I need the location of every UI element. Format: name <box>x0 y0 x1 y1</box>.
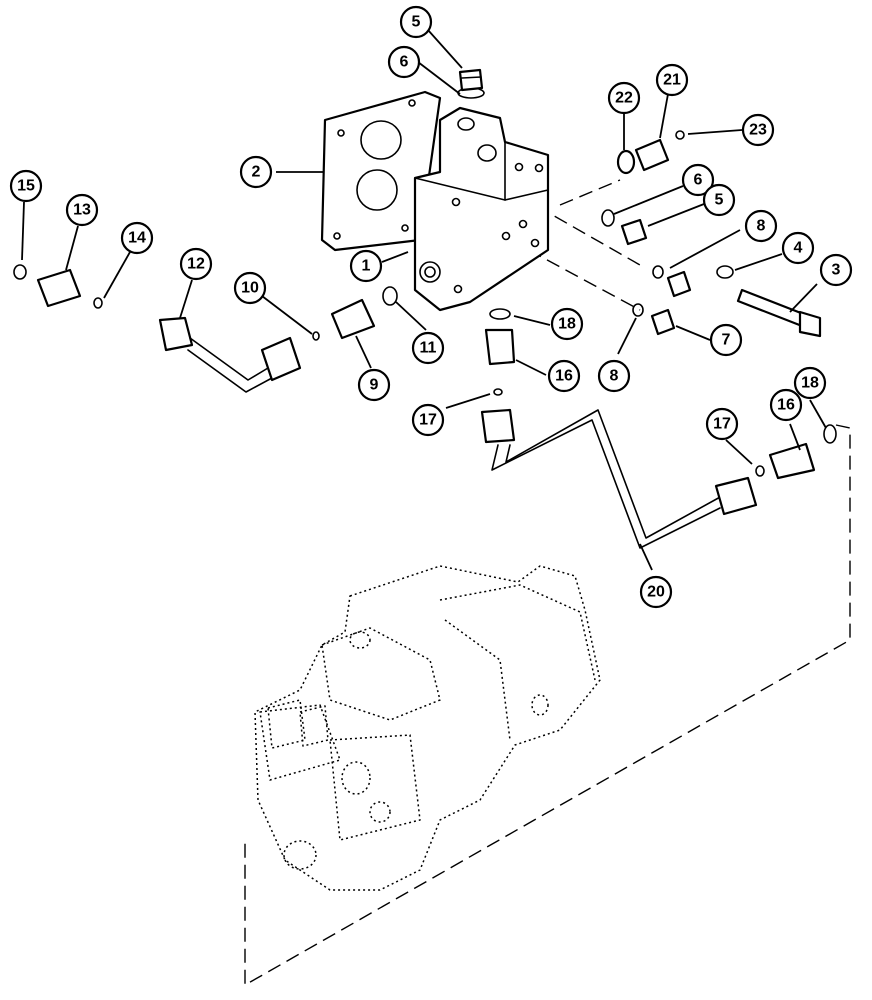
callout-18: 18 <box>550 307 584 341</box>
callout-label: 20 <box>647 584 665 601</box>
callout-label: 7 <box>722 332 731 349</box>
plug-right <box>601 209 692 336</box>
callout-label: 4 <box>794 240 803 257</box>
callout-label: 10 <box>241 280 259 297</box>
fitting-13 <box>13 264 103 309</box>
callout-6: 6 <box>387 45 421 79</box>
callout-label: 1 <box>362 258 371 275</box>
pump-assembly <box>254 565 601 891</box>
leader-lines <box>21 29 827 571</box>
callout-1: 1 <box>349 249 383 283</box>
callout-label: 18 <box>558 316 576 333</box>
callout-label: 12 <box>187 256 205 273</box>
callout-21: 21 <box>655 63 689 97</box>
callout-label: 21 <box>663 72 681 89</box>
callout-label: 5 <box>412 14 421 31</box>
callout-label: 17 <box>419 412 437 429</box>
callout-5: 5 <box>399 5 433 39</box>
callout-label: 17 <box>713 416 731 433</box>
callout-label: 11 <box>420 340 437 357</box>
callout-12: 12 <box>179 247 213 281</box>
callout-3: 3 <box>819 253 853 287</box>
callout-label: 3 <box>832 262 841 279</box>
bolt-and-washer <box>716 265 822 338</box>
callout-2: 2 <box>239 155 273 189</box>
callout-22: 22 <box>607 81 641 115</box>
alignment-line <box>559 179 621 206</box>
reference-dashed-outline <box>244 424 851 987</box>
callout-label: 6 <box>694 172 703 189</box>
callout-15: 15 <box>9 169 43 203</box>
callout-16: 16 <box>547 359 581 393</box>
callout-9: 9 <box>357 368 391 402</box>
callout-10: 10 <box>233 271 267 305</box>
callout-23: 23 <box>741 113 775 147</box>
callout-17: 17 <box>705 407 739 441</box>
callout-8: 8 <box>744 209 778 243</box>
callout-label: 13 <box>73 202 91 219</box>
callout-14: 14 <box>120 221 154 255</box>
tube-20 <box>480 408 758 549</box>
callout-label: 16 <box>777 397 795 414</box>
callout-16: 16 <box>769 388 803 422</box>
callout-label: 9 <box>370 377 379 394</box>
callout-label: 6 <box>400 54 409 71</box>
fitting-21 <box>616 130 685 175</box>
callout-20: 20 <box>639 575 673 609</box>
callout-label: 14 <box>128 230 146 247</box>
callout-18: 18 <box>793 366 827 400</box>
callout-label: 23 <box>749 122 767 139</box>
callout-label: 2 <box>252 164 261 181</box>
callout-7: 7 <box>709 323 743 357</box>
callout-17: 17 <box>411 403 445 437</box>
callout-label: 5 <box>715 192 724 209</box>
fitting-16-right <box>755 424 837 480</box>
callout-4: 4 <box>781 231 815 265</box>
callout-label: 16 <box>555 368 573 385</box>
callout-8: 8 <box>597 359 631 393</box>
plug-top <box>457 68 485 99</box>
callout-label: 8 <box>757 218 766 235</box>
tube-12 <box>158 316 302 393</box>
callout-6: 6 <box>681 163 715 197</box>
callout-13: 13 <box>65 193 99 227</box>
valve-body <box>413 106 550 312</box>
callout-label: 15 <box>17 178 35 195</box>
fitting-9 <box>312 286 398 341</box>
fitting-16-center <box>484 308 516 396</box>
callout-label: 18 <box>801 375 819 392</box>
callout-5: 5 <box>702 183 736 217</box>
callout-label: 22 <box>615 90 633 107</box>
callout-label: 8 <box>610 368 619 385</box>
callout-11: 11 <box>411 331 445 365</box>
